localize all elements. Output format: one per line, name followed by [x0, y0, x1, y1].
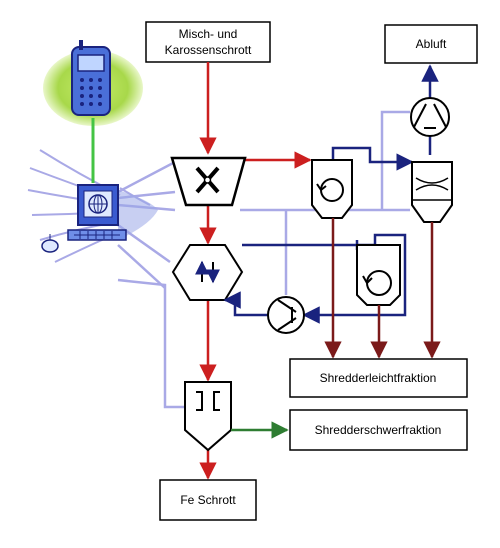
computer-icon	[41, 184, 127, 253]
fan-icon-lower	[267, 296, 305, 334]
input-label-line2: Karossenschrott	[165, 43, 252, 57]
heavy-fraction-box: Shredderschwerfraktion	[289, 409, 468, 451]
magnet-separator-icon	[356, 244, 401, 306]
light-fraction-flow-lines	[324, 218, 441, 359]
material-flow-lines	[199, 62, 312, 480]
shredder-icon	[170, 156, 247, 207]
exhaust-label: Abluft	[416, 37, 447, 51]
fan-icon	[410, 97, 450, 137]
light-fraction-box: Shredderleichtfraktion	[289, 358, 468, 398]
heavy-fraction-label: Shredderschwerfraktion	[315, 423, 442, 437]
screen-separator-icon	[184, 381, 232, 452]
exhaust-box: Abluft	[384, 24, 478, 64]
separator-icon	[171, 244, 244, 301]
input-label-line1: Misch- und	[179, 27, 238, 41]
fe-scrap-box: Fe Schrott	[159, 479, 257, 521]
cyclone-icon	[311, 159, 353, 219]
mobile-phone-icon	[43, 40, 143, 183]
input-box: Misch- und Karossenschrott	[145, 21, 271, 63]
computer-signal-fan	[118, 190, 158, 240]
fe-scrap-label: Fe Schrott	[180, 493, 236, 507]
filter-icon	[411, 161, 453, 223]
light-fraction-label: Shredderleichtfraktion	[320, 371, 437, 385]
